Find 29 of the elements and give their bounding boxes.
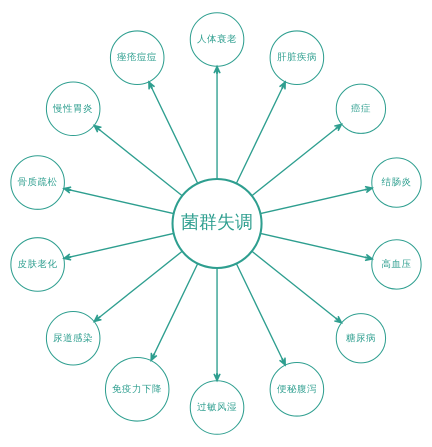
node-circle: 免疫力下降 bbox=[104, 357, 170, 422]
arrow bbox=[213, 66, 221, 179]
node-circle: 高血压 bbox=[371, 239, 422, 290]
node-circle: 骨质疏松 bbox=[10, 155, 65, 210]
node-circle: 糖尿病 bbox=[336, 313, 386, 364]
node-circle: 癌症 bbox=[336, 84, 386, 134]
arrow bbox=[148, 81, 198, 184]
node-circle: 过敏风湿 bbox=[190, 380, 244, 435]
node-circle: 慢性胃炎 bbox=[46, 81, 100, 136]
arrow bbox=[251, 123, 342, 196]
arrow bbox=[213, 268, 221, 382]
node-circle: 尿道感染 bbox=[46, 310, 100, 366]
arrow bbox=[236, 263, 286, 366]
arrow bbox=[260, 232, 374, 262]
node-circle: 结肠炎 bbox=[371, 157, 422, 208]
arrow bbox=[93, 250, 183, 322]
node-circle: 人体衰老 bbox=[190, 12, 244, 67]
arrow bbox=[63, 232, 174, 261]
node-circle: 皮肤老化 bbox=[10, 237, 65, 292]
node-circle: 菌群失调 bbox=[172, 178, 263, 270]
node-circle: 肝脏疾病 bbox=[270, 30, 324, 85]
arrow bbox=[93, 124, 183, 196]
arrow bbox=[236, 81, 286, 184]
arrow bbox=[251, 250, 342, 324]
arrow bbox=[260, 186, 374, 214]
arrow bbox=[63, 186, 174, 214]
node-circle: 便秘腹泻 bbox=[270, 362, 324, 417]
arrow bbox=[150, 263, 198, 362]
node-circle: 痤疮痘痘 bbox=[110, 30, 164, 85]
